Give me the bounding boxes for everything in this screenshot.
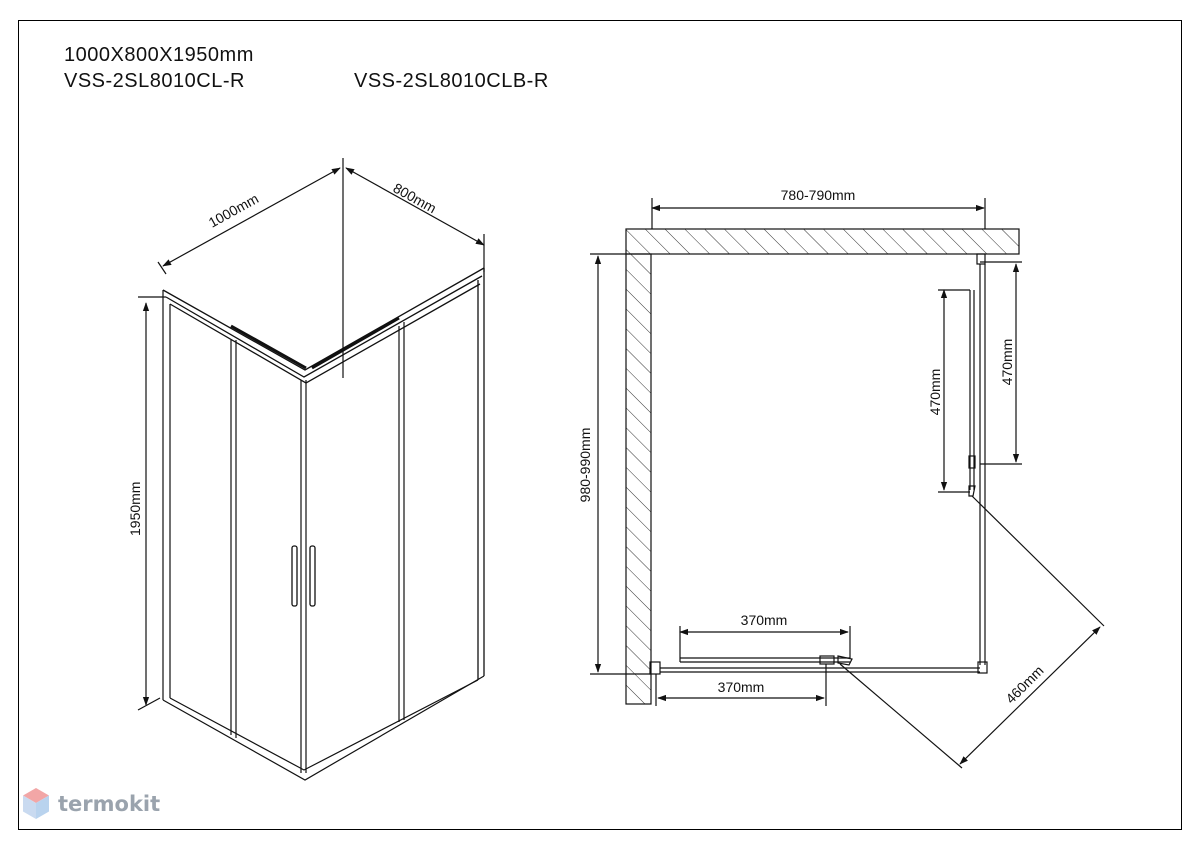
door-handles [291, 545, 316, 607]
bottom-lower-label: 370mm [718, 679, 765, 695]
drawing-frame [18, 20, 1182, 830]
size-label: 1000X800X1950mm [64, 44, 254, 66]
cabin-top-rail [162, 267, 485, 680]
front-right-panel [305, 316, 405, 773]
isometric-view: 1000mm 800mm 1950mm [127, 158, 485, 781]
depth-label: 800mm [391, 180, 440, 217]
diagonal-label: 460mm [1002, 662, 1046, 706]
left-dimension [590, 253, 651, 675]
bottom-panels [649, 655, 980, 675]
top-wall [625, 228, 1020, 255]
top-label: 780-790mm [781, 187, 856, 203]
right-outer-dimension [980, 261, 1022, 465]
right-inner-dimension [938, 289, 970, 493]
bottom-upper-dimension [679, 626, 851, 662]
top-dimension [651, 198, 986, 229]
right-inner-label: 470mm [927, 369, 943, 416]
right-outer-label: 470mm [999, 339, 1015, 386]
model-label-b: VSS-2SL8010CLB-R [354, 70, 549, 92]
bottom-upper-label: 370mm [741, 612, 788, 628]
hexagon-logo-icon [23, 788, 49, 819]
height-label: 1950mm [127, 482, 143, 536]
depth-dimension [345, 167, 485, 272]
model-label-a: VSS-2SL8010CL-R [64, 70, 245, 92]
width-label: 1000mm [206, 190, 261, 230]
front-left-panel [162, 290, 485, 781]
width-dimension [157, 158, 344, 378]
diagonal-dimension [839, 495, 1105, 769]
watermark: termokit [22, 784, 160, 824]
bottom-lower-dimension [655, 664, 827, 706]
plan-view: 780-790mm 980-990mm 470mm 470mm 370mm 37… [577, 187, 1105, 769]
left-wall [625, 253, 652, 705]
watermark-text: termokit [58, 792, 161, 816]
left-label: 980-990mm [577, 428, 593, 503]
height-dimension [137, 296, 166, 711]
